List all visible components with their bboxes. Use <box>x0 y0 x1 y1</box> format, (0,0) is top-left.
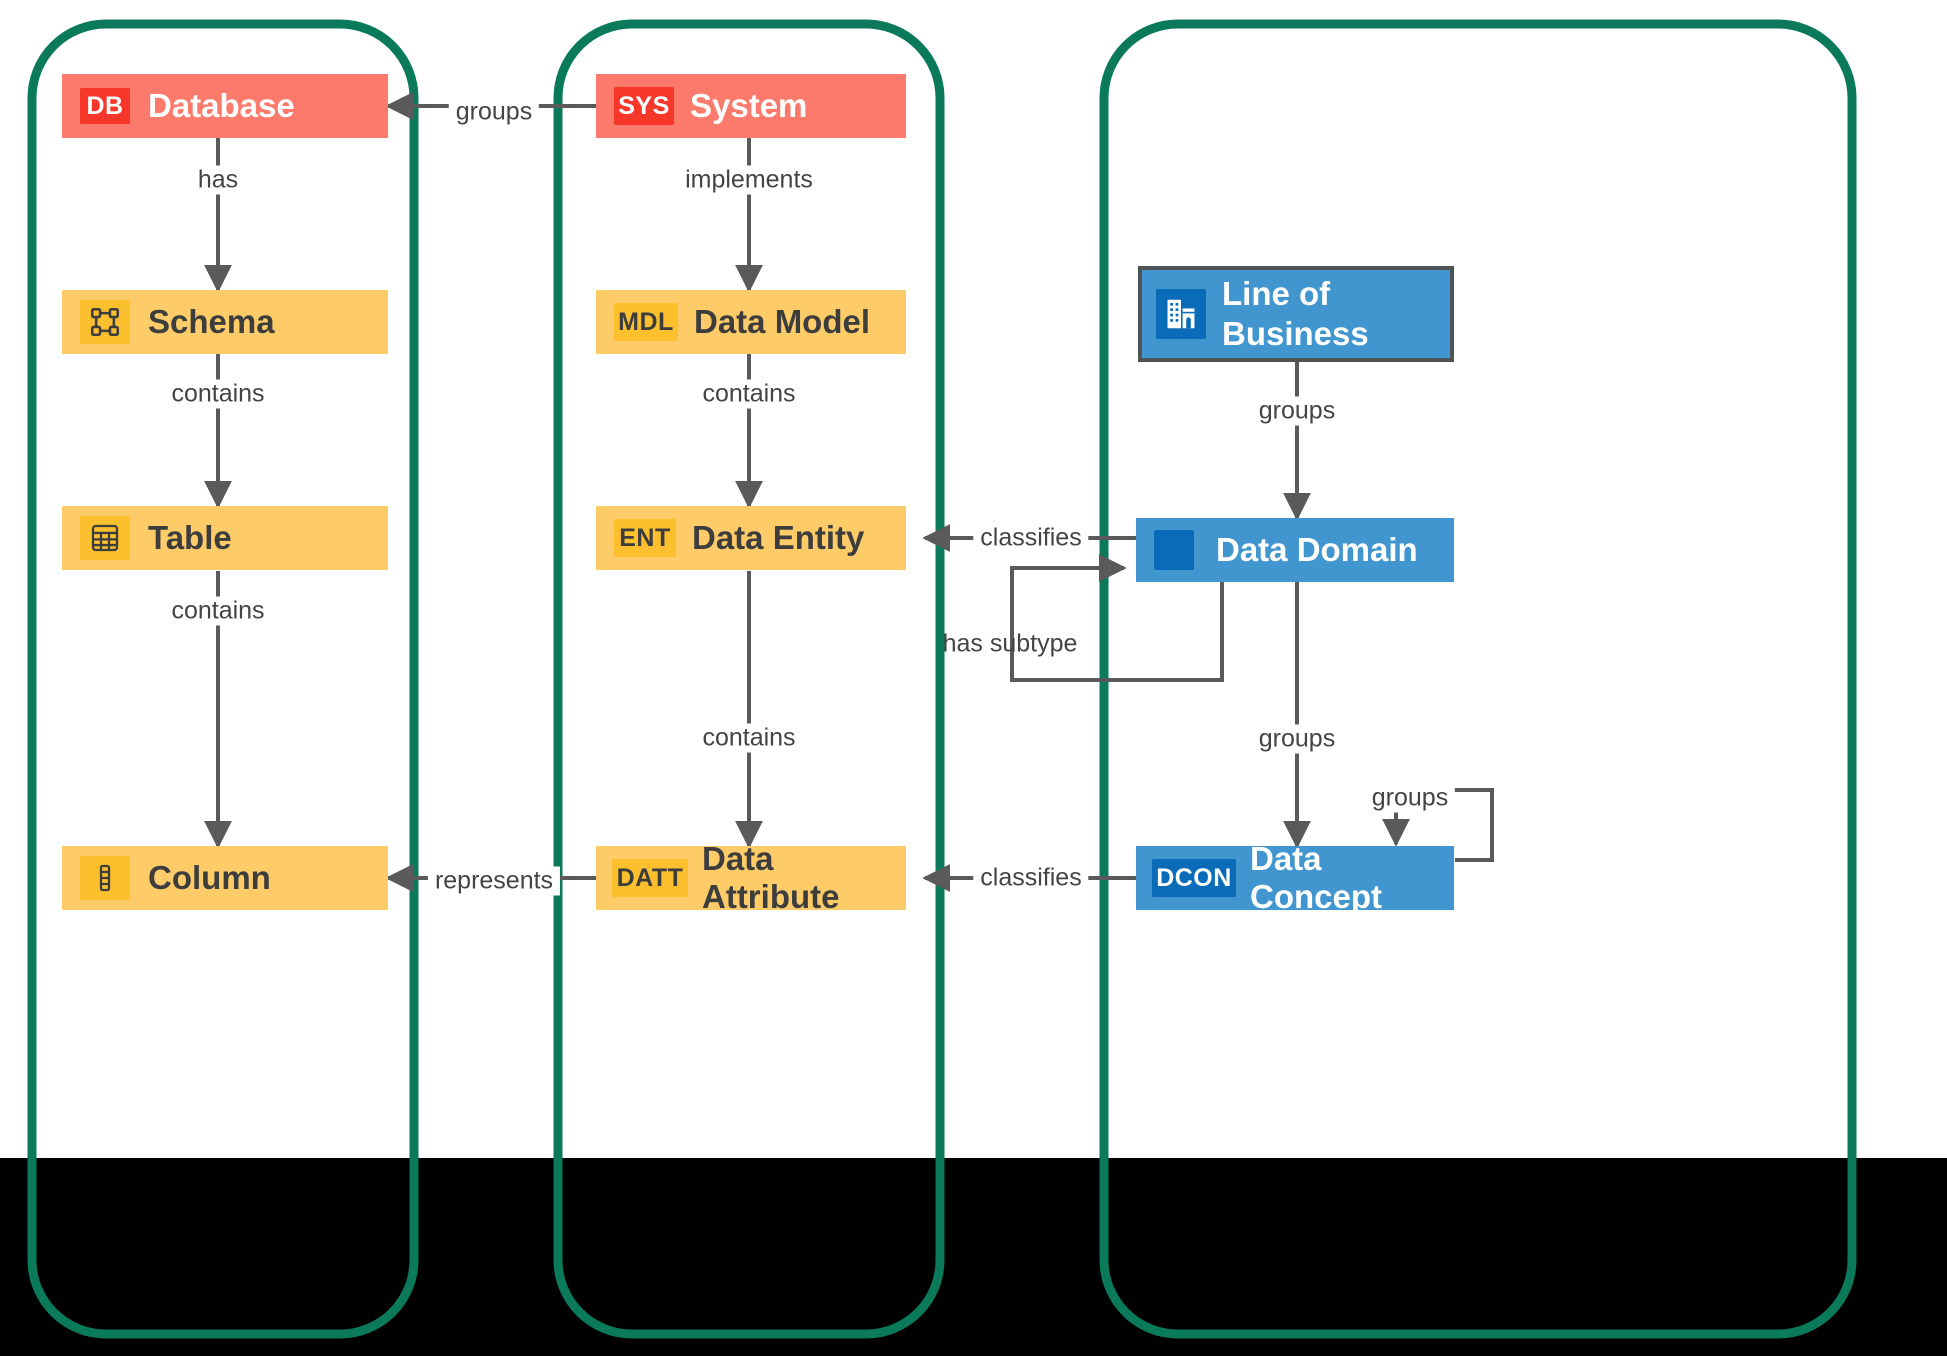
entity-icon: ENT <box>614 519 676 557</box>
node-table[interactable]: Table <box>62 506 388 570</box>
node-label-data-domain: Data Domain <box>1216 531 1418 568</box>
node-label-data-entity: Data Entity <box>692 519 865 556</box>
diagram-canvas <box>0 0 1947 1158</box>
node-system[interactable]: SYS System <box>596 74 906 138</box>
edge-label-contains-entity: contains <box>695 379 803 409</box>
node-data-attribute[interactable]: DATT Data Attribute <box>596 840 906 915</box>
edge-label-has: has <box>190 165 246 195</box>
edge-label-has-subtype: has subtype <box>942 629 1078 658</box>
node-column[interactable]: Column <box>62 846 388 910</box>
office-building-icon <box>1156 289 1206 339</box>
domain-square-icon <box>1154 530 1194 570</box>
node-data-model[interactable]: MDL Data Model <box>596 290 906 354</box>
concept-icon: DCON <box>1152 859 1236 897</box>
node-data-concept[interactable]: DCON Data Concept <box>1136 840 1454 915</box>
edge-label-implements: implements <box>678 165 820 195</box>
system-icon: SYS <box>614 87 674 125</box>
node-label-schema: Schema <box>148 303 275 340</box>
node-database[interactable]: DB Database <box>62 74 388 138</box>
node-data-domain[interactable]: Data Domain <box>1136 518 1454 582</box>
node-label-database: Database <box>148 87 295 124</box>
attribute-icon: DATT <box>612 859 688 897</box>
edge-label-groups-self: groups <box>1364 783 1456 813</box>
edge-label-contains-table: contains <box>164 379 272 409</box>
node-label-data-attribute: Data Attribute <box>702 840 840 915</box>
edge-label-groups-domain: groups <box>1251 396 1343 426</box>
node-label-table: Table <box>148 519 232 556</box>
edge-label-classifies-entity: classifies <box>973 523 1089 553</box>
edge-label-groups-database: groups <box>448 97 540 127</box>
edge-label-represents: represents <box>427 866 561 896</box>
node-label-line-of-business: Line of Business <box>1222 275 1369 352</box>
node-label-data-concept: Data Concept <box>1250 840 1382 915</box>
table-grid-icon <box>80 516 130 560</box>
column-cells-icon <box>80 856 130 900</box>
schema-nodes-icon <box>80 300 130 344</box>
node-line-of-business[interactable]: Line of Business <box>1138 266 1454 362</box>
edge-label-classifies-attr: classifies <box>973 863 1089 893</box>
node-label-system: System <box>690 87 808 124</box>
node-data-entity[interactable]: ENT Data Entity <box>596 506 906 570</box>
node-label-column: Column <box>148 859 271 896</box>
edge-label-groups-concept: groups <box>1251 724 1343 754</box>
database-icon: DB <box>80 88 130 124</box>
model-icon: MDL <box>614 303 678 341</box>
edge-label-contains-attr: contains <box>695 723 803 753</box>
node-schema[interactable]: Schema <box>62 290 388 354</box>
edge-label-contains-column: contains <box>164 596 272 626</box>
node-label-data-model: Data Model <box>694 303 871 340</box>
